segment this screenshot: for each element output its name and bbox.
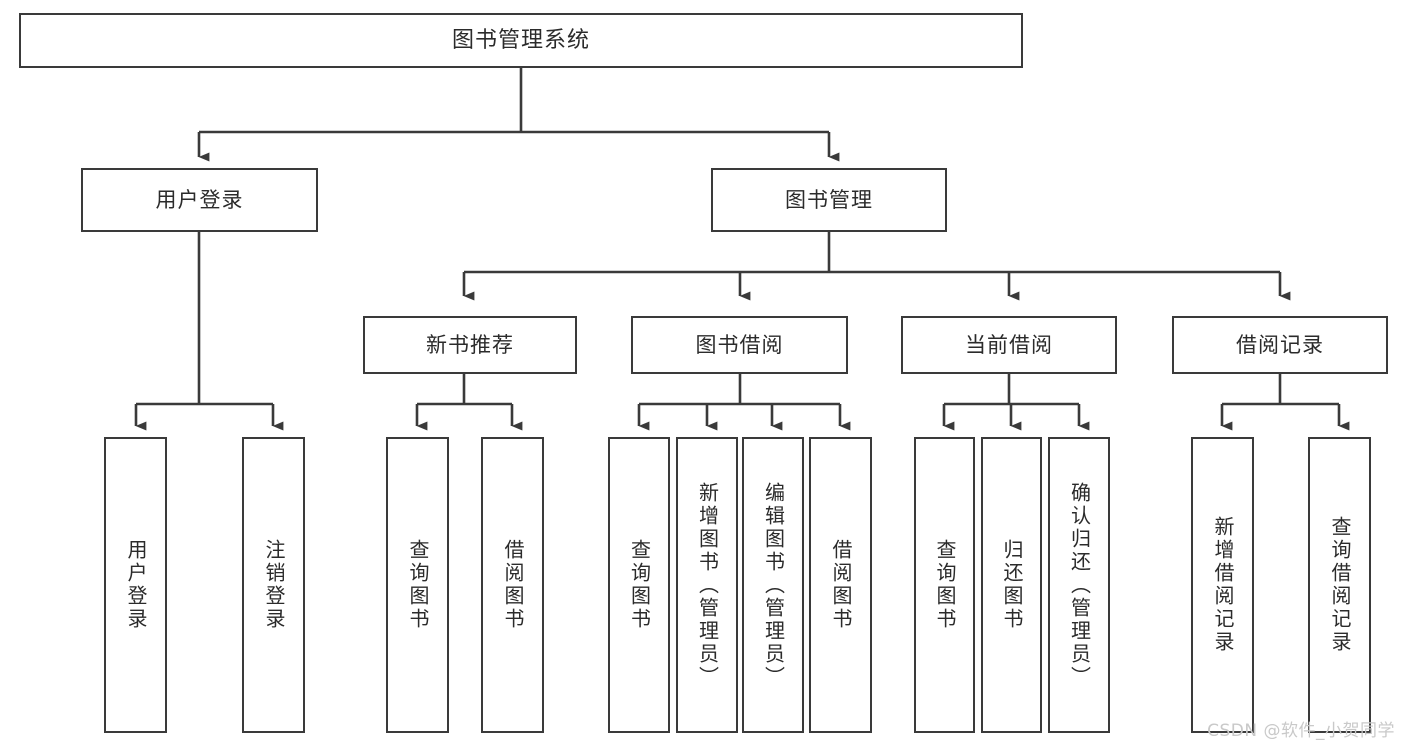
leaf-borrow-edit-book-admin[interactable]: 编辑图书（管理员）: [742, 437, 804, 733]
node-label: 查询图书: [627, 539, 652, 631]
node-label: 借阅记录: [1236, 332, 1324, 357]
leaf-user-login-signout[interactable]: 注销登录: [242, 437, 305, 733]
node-borrow-record[interactable]: 借阅记录: [1172, 316, 1388, 374]
leaf-recommend-query-book[interactable]: 查询图书: [386, 437, 449, 733]
node-label: 用户登录: [155, 187, 244, 212]
node-label: 新增图书（管理员）: [695, 481, 720, 689]
node-label: 新书推荐: [426, 332, 514, 357]
node-label: 查询图书: [933, 539, 957, 631]
node-current-borrow[interactable]: 当前借阅: [901, 316, 1117, 374]
node-label: 借阅图书: [501, 539, 525, 631]
leaf-current-confirm-return-admin[interactable]: 确认归还（管理员）: [1048, 437, 1110, 733]
node-label: 编辑图书（管理员）: [761, 481, 786, 689]
node-label: 图书借阅: [695, 332, 784, 357]
leaf-record-add-record[interactable]: 新增借阅记录: [1191, 437, 1254, 733]
node-label: 确认归还（管理员）: [1067, 481, 1092, 689]
node-label: 图书管理: [785, 187, 873, 212]
node-new-book-recommend[interactable]: 新书推荐: [363, 316, 577, 374]
leaf-user-login-signin[interactable]: 用户登录: [104, 437, 167, 733]
node-book-management[interactable]: 图书管理: [711, 168, 947, 232]
node-label: 查询借阅记录: [1328, 516, 1352, 654]
leaf-borrow-query-book[interactable]: 查询图书: [608, 437, 670, 733]
node-label: 查询图书: [406, 539, 430, 631]
node-root-system[interactable]: 图书管理系统: [19, 13, 1023, 68]
node-label: 当前借阅: [965, 332, 1053, 357]
node-user-login[interactable]: 用户登录: [81, 168, 318, 232]
leaf-borrow-borrow-book[interactable]: 借阅图书: [809, 437, 872, 733]
leaf-current-query-book[interactable]: 查询图书: [914, 437, 975, 733]
leaf-current-return-book[interactable]: 归还图书: [981, 437, 1042, 733]
node-label: 新增借阅记录: [1211, 516, 1235, 654]
leaf-recommend-borrow-book[interactable]: 借阅图书: [481, 437, 544, 733]
node-label: 借阅图书: [829, 539, 853, 631]
leaf-record-query-record[interactable]: 查询借阅记录: [1308, 437, 1371, 733]
node-label: 图书管理系统: [451, 27, 590, 53]
node-book-borrow[interactable]: 图书借阅: [631, 316, 848, 374]
leaf-borrow-add-book-admin[interactable]: 新增图书（管理员）: [676, 437, 738, 733]
node-label: 注销登录: [262, 539, 286, 631]
node-label: 归还图书: [1000, 539, 1024, 631]
node-label: 用户登录: [124, 539, 148, 631]
